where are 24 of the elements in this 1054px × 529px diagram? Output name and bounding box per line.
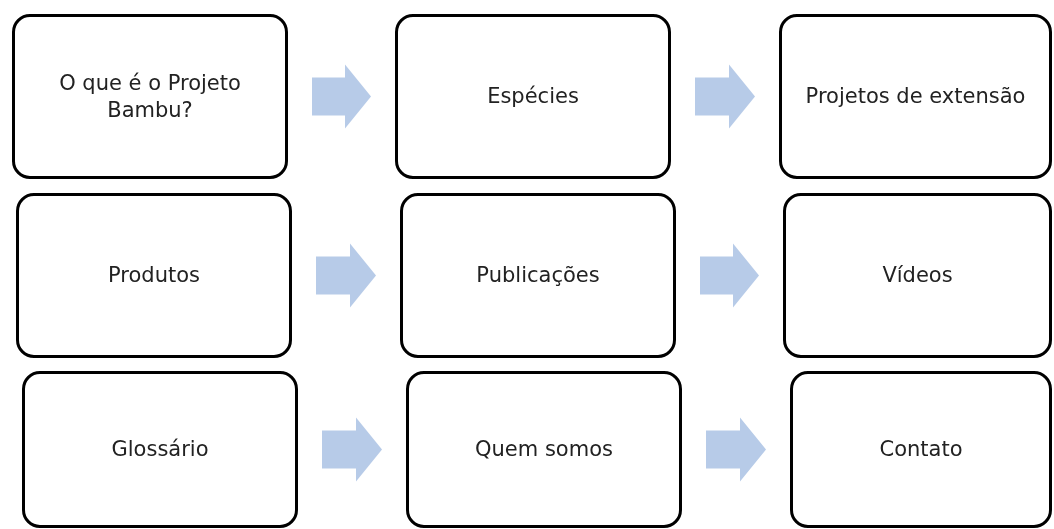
box-label: Glossário bbox=[111, 436, 209, 463]
menu-box bbox=[16, 193, 292, 358]
menu-box bbox=[783, 193, 1052, 358]
menu-box bbox=[400, 193, 676, 358]
block-arrow bbox=[312, 64, 371, 129]
menu-box bbox=[779, 14, 1052, 179]
block-arrow bbox=[316, 243, 376, 308]
box-label: Espécies bbox=[487, 83, 579, 110]
block-arrow bbox=[322, 417, 382, 482]
box-label: Projetos de extensão bbox=[805, 83, 1026, 110]
box-label: Vídeos bbox=[882, 262, 953, 289]
box-label: Publicações bbox=[476, 262, 600, 289]
menu-box bbox=[12, 14, 288, 179]
block-arrow bbox=[706, 417, 766, 482]
box-label: O que é o Projeto Bambu? bbox=[58, 70, 242, 123]
box-label: Contato bbox=[879, 436, 963, 463]
menu-box bbox=[406, 371, 682, 528]
menu-box bbox=[790, 371, 1052, 528]
block-arrow bbox=[695, 64, 755, 129]
menu-box bbox=[22, 371, 298, 528]
block-arrow bbox=[700, 243, 759, 308]
box-label: Produtos bbox=[108, 262, 200, 289]
box-label: Quem somos bbox=[475, 436, 613, 463]
menu-box bbox=[395, 14, 671, 179]
